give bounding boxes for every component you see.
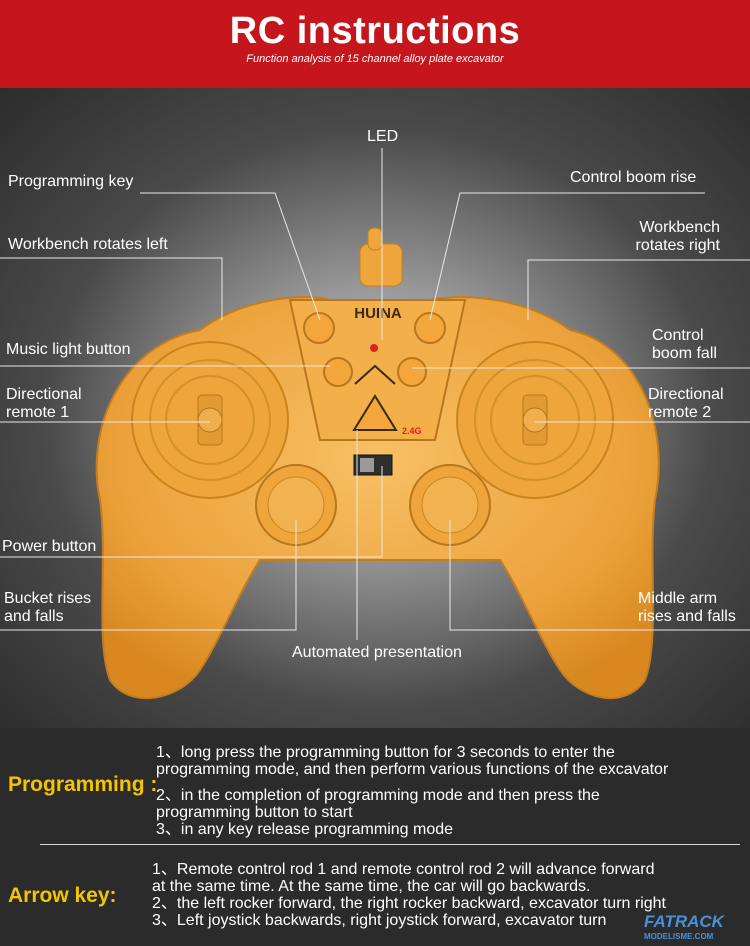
arrow-key-line-4: 3、Left joystick backwards, right joystic… (152, 912, 607, 929)
chevron-up-icon (354, 364, 396, 385)
programming-heading: Programming : (8, 773, 158, 796)
bucket-button[interactable] (255, 464, 337, 546)
power-switch[interactable] (353, 454, 393, 476)
label-bucket: Bucket rises and falls (4, 590, 92, 625)
frequency-label: 2.4G (402, 426, 422, 436)
label-workbench-right: Workbench rotates right (635, 219, 720, 254)
programming-key[interactable] (303, 312, 335, 344)
watermark-brand: FATRACK (644, 912, 724, 931)
arrow-key-line-2: at the same time. At the same time, the … (152, 878, 591, 895)
watermark-site: MODELISME.COM (644, 932, 714, 941)
page-subtitle: Function analysis of 15 channel alloy pl… (246, 53, 504, 65)
boom-rise-button[interactable] (414, 312, 446, 344)
page-title: RC instructions (229, 10, 521, 52)
arrow-key-line-3: 2、the left rocker forward, the right roc… (152, 895, 666, 912)
label-music-light: Music light button (6, 341, 131, 358)
directional-remote-2[interactable] (456, 341, 614, 499)
boom-fall-button[interactable] (397, 357, 427, 387)
directional-remote-1[interactable] (131, 341, 289, 499)
programming-line-5: 3、in any key release programming mode (156, 821, 454, 838)
automated-presentation-button[interactable] (352, 394, 398, 431)
label-directional-remote-1: Directional remote 1 (6, 386, 82, 421)
middle-arm-button[interactable] (409, 464, 491, 546)
label-control-boom-fall: Control boom fall (652, 327, 717, 362)
brand-logo: HUINA (354, 305, 402, 322)
arrow-key-heading: Arrow key: (8, 884, 117, 907)
label-directional-remote-2: Directional remote 2 (648, 386, 724, 421)
label-workbench-left: Workbench rotates left (8, 236, 168, 253)
header-banner: RC instructions Function analysis of 15 … (0, 0, 750, 88)
programming-line-4: programming button to start (156, 804, 353, 821)
label-control-boom-rise: Control boom rise (570, 169, 697, 186)
watermark: FATRACK MODELISME.COM (638, 906, 750, 946)
programming-line-1: 1、long press the programming button for … (156, 744, 615, 761)
arrow-key-line-1: 1、Remote control rod 1 and remote contro… (152, 861, 655, 878)
label-middle-arm: Middle arm rises and falls (638, 590, 736, 625)
label-programming-key: Programming key (8, 173, 134, 190)
programming-line-3: 2、in the completion of programming mode … (156, 787, 600, 804)
label-led: LED (367, 128, 399, 145)
label-automated-presentation: Automated presentation (292, 644, 462, 661)
programming-line-2: programming mode, and then perform vario… (156, 761, 669, 778)
antenna (359, 227, 403, 287)
leader-lines (0, 148, 750, 640)
instructions-section (0, 728, 750, 946)
section-divider (40, 844, 740, 845)
label-power-button: Power button (2, 538, 97, 555)
music-light-button[interactable] (323, 357, 353, 387)
led-indicator (370, 344, 378, 352)
